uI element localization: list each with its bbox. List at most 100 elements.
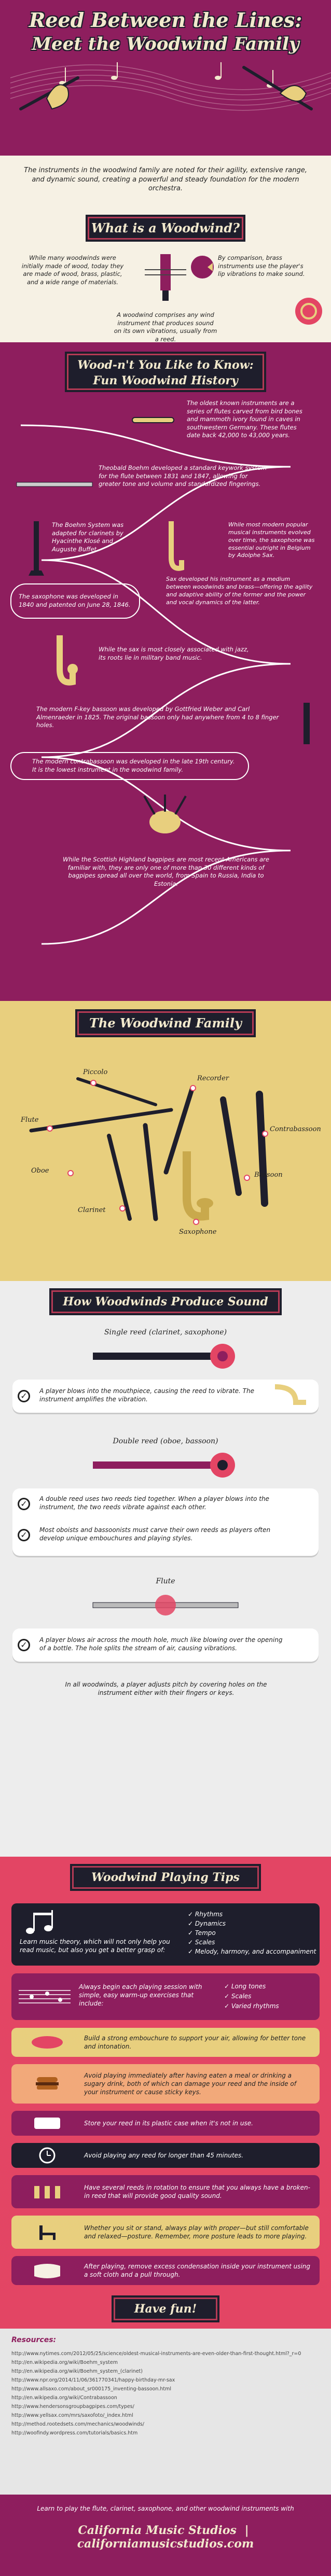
resource-link[interactable]: http://en.wikipedia.org/wiki/Boehm_syste… <box>11 2360 118 2365</box>
history-item-10: While the Scottish Highland bagpipes are… <box>63 856 269 887</box>
horn-icon <box>295 298 322 325</box>
tip-embouchure: Build a strong embouchure to support you… <box>11 2028 320 2057</box>
learn-list-item: ✓ Rhythms <box>188 1911 223 1918</box>
single-reed-title: Single reed (clarinet, saxophone) <box>104 1328 227 1336</box>
what-section: What is a Woodwind? While many woodwinds… <box>0 207 331 343</box>
history-item-1: The oldest known instruments are a serie… <box>187 399 302 439</box>
label-saxophone: Saxophone <box>179 1228 217 1236</box>
resource-link[interactable]: http://www.nytimes.com/2012/05/25/scienc… <box>11 2351 301 2357</box>
history-item-6: Sax developed his instrument as a medium… <box>166 576 313 606</box>
contrabassoon-dot <box>262 1131 268 1137</box>
header-section: Reed Between the Lines: Meet the Woodwin… <box>0 0 331 156</box>
history-item-5-box: The saxophone was developed in 1840 and … <box>10 583 140 619</box>
saxophone-small-icon <box>169 521 184 571</box>
bassoon-icon <box>304 703 310 744</box>
oboe-dot <box>67 1170 74 1176</box>
have-fun-banner: Have fun! <box>114 2297 217 2320</box>
history-item-5: The saxophone was developed in 1840 and … <box>19 593 131 608</box>
check-icon: ✓ <box>18 1498 30 1510</box>
bassoon-dot <box>244 1175 250 1181</box>
flute-dot <box>47 1125 53 1132</box>
tip-posture: Whether you sit or stand, always play wi… <box>11 2216 320 2249</box>
music-staff-decoration <box>10 62 331 111</box>
double-reed-icon <box>93 1453 235 1478</box>
double-reed-title: Double reed (oboe, bassoon) <box>113 1437 218 1445</box>
check-icon: ✓ <box>18 1529 30 1541</box>
reed-case-icon <box>34 2118 60 2129</box>
resource-link[interactable]: http://woofindy.wordpress.com/tutorials/… <box>11 2430 138 2436</box>
chair-icon <box>39 2225 56 2240</box>
tip-text: Have several reeds in rotation to ensure… <box>84 2183 310 2199</box>
warmup-item-label: Scales <box>231 1993 252 2000</box>
footer-url[interactable]: californiamusicstudios.com <box>77 2537 254 2551</box>
learn-list-item: ✓ Scales <box>188 1939 215 1946</box>
tip-text: Avoid playing any reed for longer than 4… <box>84 2151 244 2159</box>
saxophone-icon <box>57 635 78 686</box>
tip-text: Whether you sit or stand, always play wi… <box>84 2224 309 2240</box>
tips-heading: Woodwind Playing Tips <box>72 1866 259 1889</box>
resource-link[interactable]: http://www.hendersonsgroupbagpipes.com/t… <box>11 2404 134 2410</box>
warmup-item-label: Varied rhythms <box>231 2002 279 2010</box>
learn-list-item: ✓ Dynamics <box>188 1920 226 1927</box>
what-left-text: While many woodwinds were initially made… <box>21 254 124 286</box>
warmup-list: ✓ Long tones ✓ Scales ✓ Varied rhythms <box>224 1982 279 2011</box>
label-bassoon: Bassoon <box>254 1171 283 1179</box>
history-item-7: While the sax is most closely associated… <box>99 646 249 661</box>
saxophone-mouth-icon <box>274 1384 306 1405</box>
history-item-3: The Boehm System was adapted for clarine… <box>52 521 124 553</box>
history-item-4: While most modern popular musical instru… <box>228 521 315 559</box>
tip-text: Build a strong embouchure to support you… <box>84 2034 306 2050</box>
label-oboe: Oboe <box>31 1167 49 1175</box>
flute-title: Flute <box>156 1577 175 1585</box>
mouth-icon <box>32 2036 63 2049</box>
learn-list-item: ✓ Melody, harmony, and accompaniment <box>188 1948 316 1955</box>
double-reed-box <box>12 1488 319 1556</box>
learn-item-label: Dynamics <box>195 1920 226 1927</box>
warmup-list-item: ✓ Varied rhythms <box>224 2002 279 2010</box>
bagpipes-icon <box>143 795 187 833</box>
tip-reed-time: Avoid playing any reed for longer than 4… <box>11 2143 320 2168</box>
footer-brand: California Music Studios <box>78 2524 237 2537</box>
single-reed-box <box>12 1380 319 1413</box>
tip-text: After playing, remove excess condensatio… <box>84 2262 311 2278</box>
resource-link[interactable]: http://en.wikipedia.org/wiki/Contrabasso… <box>11 2395 117 2401</box>
tip-condensation: After playing, remove excess condensatio… <box>11 2256 320 2285</box>
sound-section: How Woodwinds Produce Sound Single reed … <box>0 1281 331 1857</box>
resource-link[interactable]: http://en.wikipedia.org/wiki/Boehm_syste… <box>11 2369 143 2374</box>
family-heading: The Woodwind Family <box>77 1011 254 1035</box>
what-heading: What is a Woodwind? <box>88 217 243 240</box>
history-item-9-box: The modern contrabassoon was developed i… <box>10 752 249 780</box>
double-reed-text-1: A double reed uses two reeds tied togeth… <box>39 1495 269 1511</box>
resource-link[interactable]: http://www.yellsax.com/mrs/saxofoto/_ind… <box>11 2413 133 2418</box>
instrument-illustration <box>29 1077 268 1221</box>
learn-item-label: Melody, harmony, and accompaniment <box>195 1948 316 1955</box>
resource-link[interactable]: http://www.allsaxo.com/about_sr000175_in… <box>11 2386 171 2392</box>
history-heading-line2: Fun Woodwind History <box>93 374 238 387</box>
single-reed-text: A player blows into the mouthpiece, caus… <box>39 1387 254 1403</box>
cloth-icon <box>34 2264 60 2278</box>
check-icon: ✓ <box>18 1390 30 1402</box>
bone-flute-icon <box>132 417 174 423</box>
reeds-icon <box>34 2186 60 2198</box>
flute-box <box>12 1628 319 1662</box>
tip-text: Store your reed in its plastic case when… <box>84 2119 253 2127</box>
tip-avoid-eating: Avoid playing immediately after having e… <box>11 2064 320 2104</box>
label-contrabassoon: Contrabassoon <box>270 1125 321 1133</box>
timeline-line <box>20 424 291 945</box>
learn-text: Learn music theory, which will not only … <box>20 1938 170 1954</box>
tip-text: Avoid playing immediately after having e… <box>84 2071 296 2096</box>
resources-heading: Resources: <box>11 2336 57 2344</box>
flute-keys-icon <box>16 482 93 487</box>
footer-divider: | <box>244 2524 249 2537</box>
resource-link[interactable]: http://method.rootedsets.com/mechanics/w… <box>11 2421 144 2427</box>
warmup-list-item: ✓ Scales <box>224 1993 252 2000</box>
clarinet-dot <box>119 1205 126 1212</box>
flute-text: A player blows air across the mouth hole… <box>39 1636 283 1652</box>
family-section: The Woodwind Family Piccolo Recorder Flu… <box>0 1001 331 1281</box>
learn-item-label: Tempo <box>195 1929 216 1937</box>
resource-link[interactable]: http://www.npr.org/2014/11/06/361770341/… <box>11 2377 175 2383</box>
history-item-2: Theobald Boehm developed a standard keyw… <box>99 464 267 488</box>
footer-line-1: Learn to play the flute, clarinet, saxop… <box>37 2505 294 2512</box>
warmup-item-label: Long tones <box>231 1983 266 1990</box>
footer-brand-row: California Music Studios | californiamus… <box>10 2524 321 2551</box>
